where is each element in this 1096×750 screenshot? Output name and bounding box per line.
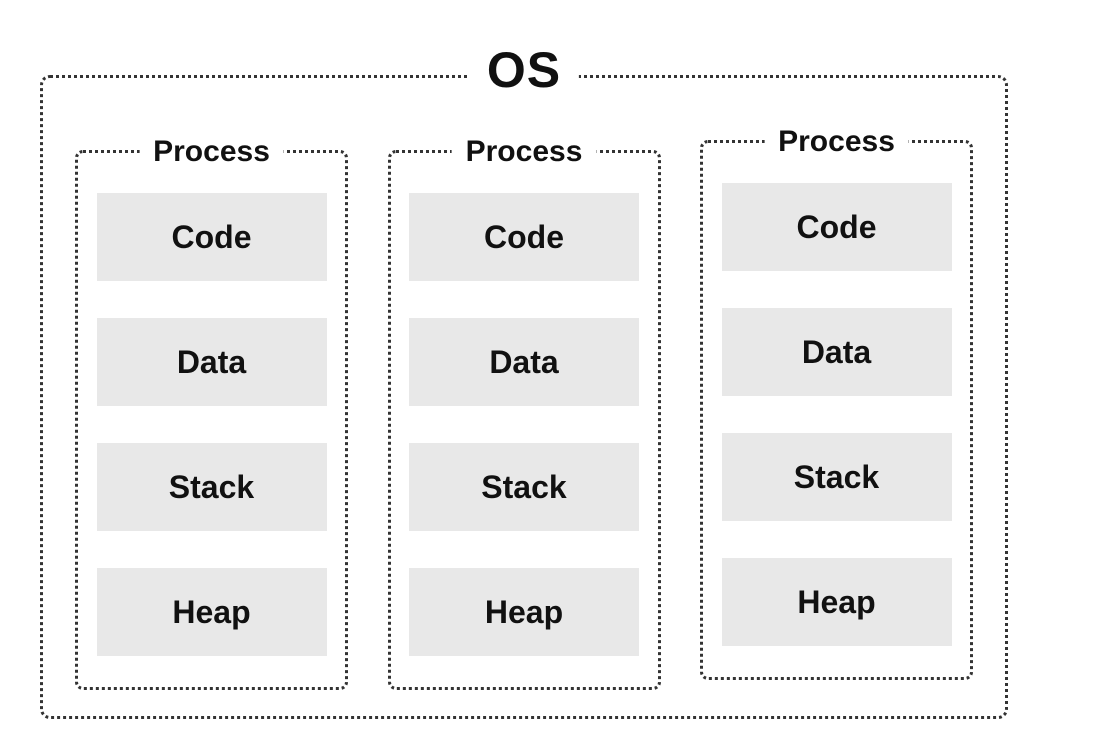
segment-heap: Heap xyxy=(96,568,327,656)
segment-heap: Heap xyxy=(721,558,952,646)
process-label: Process xyxy=(764,123,909,161)
segment-stack: Stack xyxy=(96,443,327,531)
segment-stack: Stack xyxy=(721,433,952,521)
os-container: OS Process Code Data Stack Heap Process … xyxy=(40,40,1008,719)
segment-data: Data xyxy=(96,318,327,406)
process-segments: Code Data Stack Heap xyxy=(78,153,345,656)
process-box-3: Process Code Data Stack Heap xyxy=(700,123,973,680)
process-box-1: Process Code Data Stack Heap xyxy=(75,133,348,690)
process-row: Process Code Data Stack Heap Process Cod… xyxy=(43,78,1005,690)
os-label: OS xyxy=(468,40,580,100)
process-label: Process xyxy=(139,133,284,171)
process-label: Process xyxy=(451,133,597,171)
segment-code: Code xyxy=(96,193,327,281)
segment-heap: Heap xyxy=(409,568,639,656)
process-segments: Code Data Stack Heap xyxy=(391,153,658,656)
segment-data: Data xyxy=(409,318,639,406)
segment-code: Code xyxy=(721,183,952,271)
process-segments: Code Data Stack Heap xyxy=(703,143,970,646)
segment-stack: Stack xyxy=(409,443,639,531)
segment-data: Data xyxy=(721,308,952,396)
process-box-2: Process Code Data Stack Heap xyxy=(387,133,661,690)
segment-code: Code xyxy=(409,193,639,281)
